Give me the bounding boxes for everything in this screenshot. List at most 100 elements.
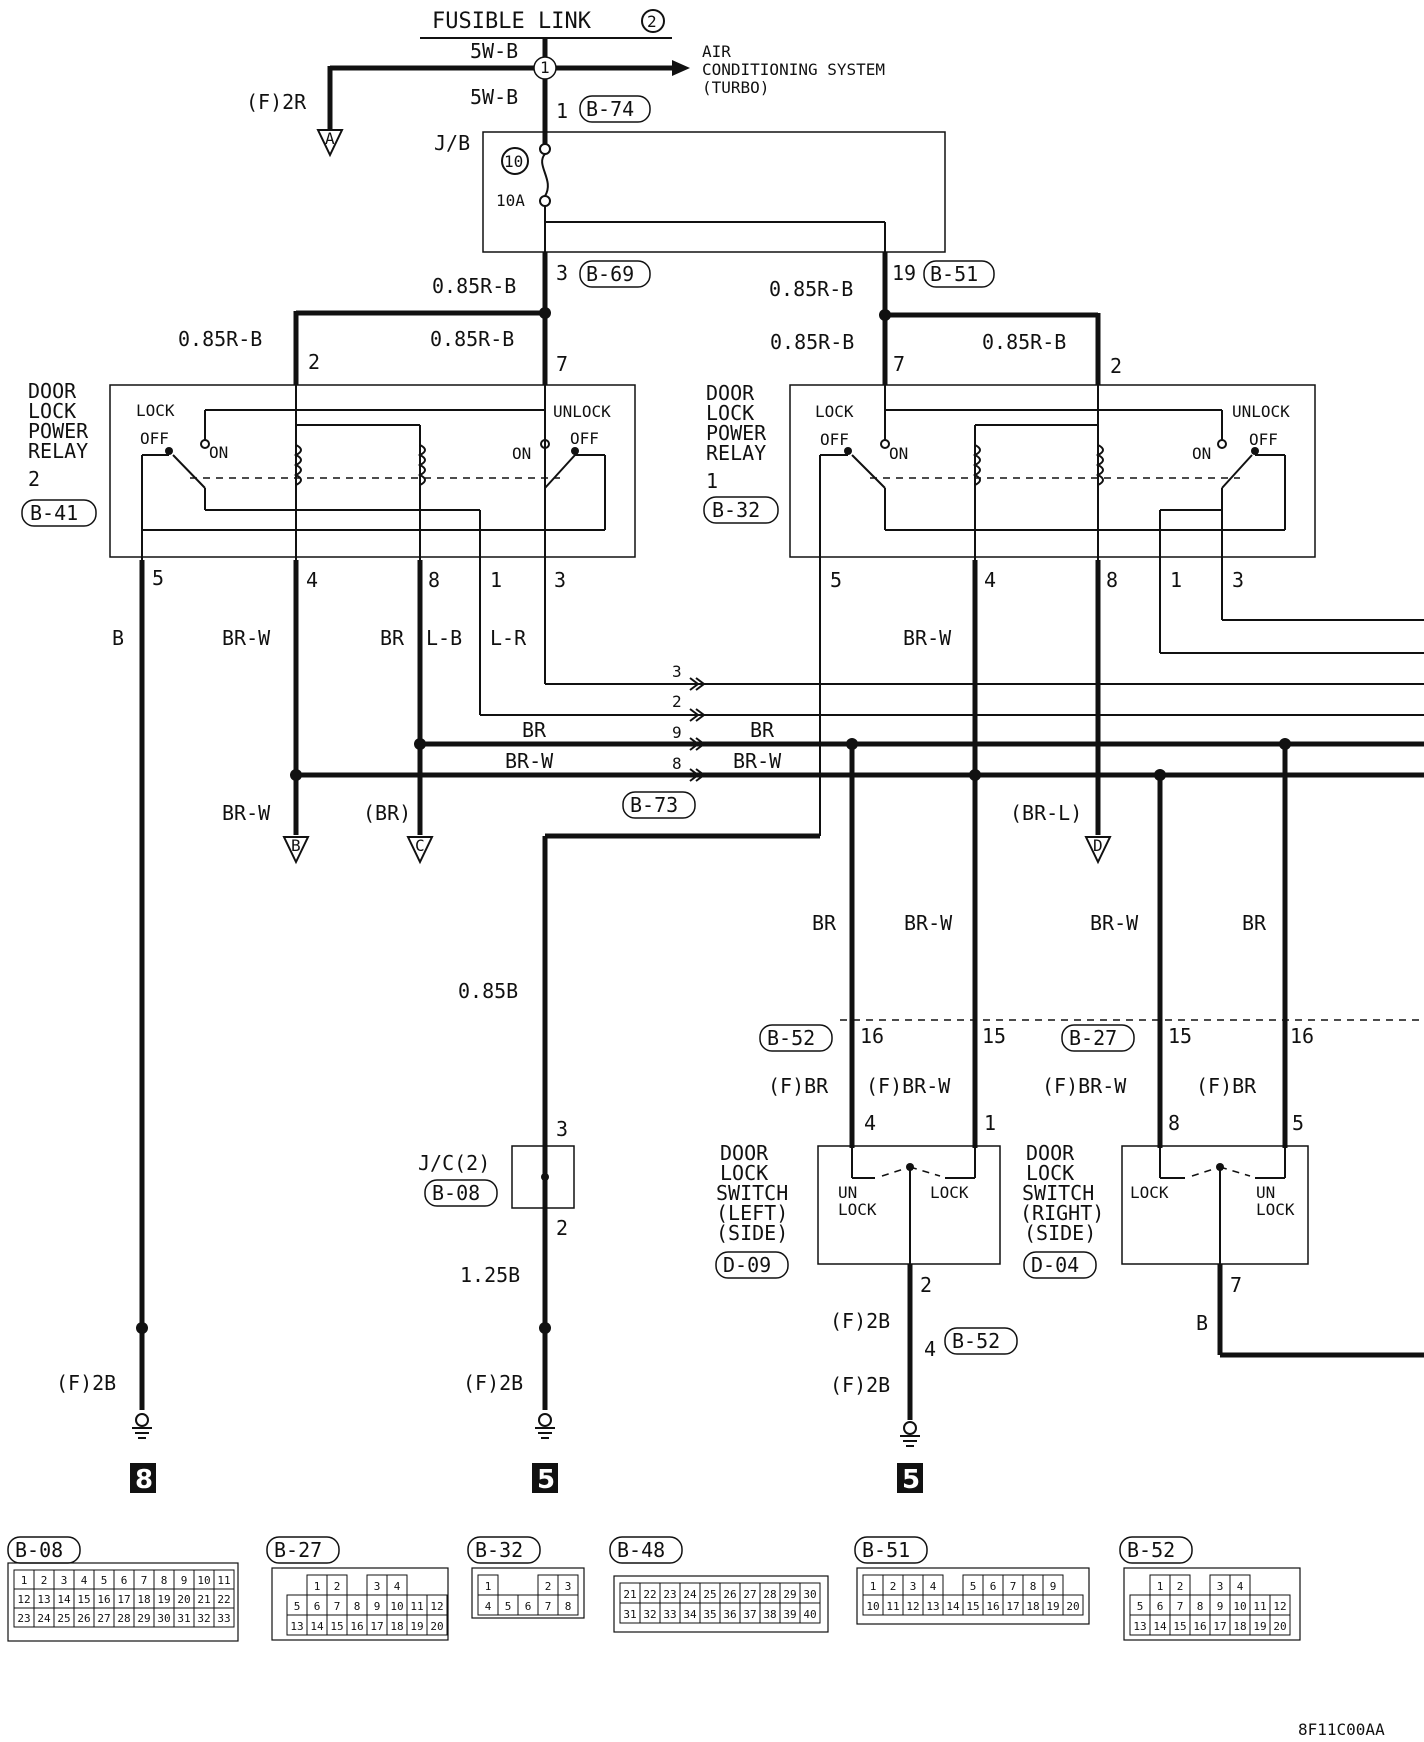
pin-number: 2 xyxy=(890,1580,897,1593)
conn-view-tag: B-32 xyxy=(467,1536,541,1564)
pin-number: 6 xyxy=(1157,1600,1164,1613)
node-1-label: 1 xyxy=(540,58,550,77)
relay1-title-4: RELAY xyxy=(706,441,766,465)
pin-number: 16 xyxy=(986,1600,999,1613)
pin-number: 31 xyxy=(177,1612,190,1625)
middle-harness: B (F)2B BR-W BR-W B BR (BR) C L-B L-R BR… xyxy=(56,560,1424,1410)
pin-number: 17 xyxy=(370,1620,383,1633)
pin-number: 1 xyxy=(1157,1580,1164,1593)
arrow-right-icon xyxy=(672,60,690,76)
pin-number: 16 xyxy=(350,1620,363,1633)
pin-number: 2 xyxy=(41,1574,48,1587)
pin-number: 3 xyxy=(565,1580,572,1593)
conn-tag-b52-bottom: B-52 xyxy=(944,1327,1018,1355)
wire-label-fbrw-2: (F)BR-W xyxy=(1042,1074,1127,1098)
connector-b-label: B xyxy=(291,836,301,855)
relay2-unlock: UNLOCK xyxy=(553,402,611,421)
pin-number: 17 xyxy=(1213,1620,1226,1633)
b73-pin-9: 9 xyxy=(672,723,682,742)
wire-label-fbrw-1: (F)BR-W xyxy=(866,1074,951,1098)
ground-badge-2: 5 xyxy=(532,1463,558,1495)
supply-wires: 0.85R-B 0.85R-B 0.85R-B 0.85R-B 0.85R-B … xyxy=(178,252,1101,385)
wire-label-f2b-1: (F)2B xyxy=(56,1371,116,1395)
pin-number: 3 xyxy=(910,1580,917,1593)
relay2-on-left: ON xyxy=(209,443,228,462)
pin-number: 1 xyxy=(485,1580,492,1593)
fusible-link-number: 2 xyxy=(647,12,657,31)
pin-number: 26 xyxy=(723,1588,736,1601)
conn-tag-b08: B-08 xyxy=(424,1179,498,1207)
relay2-pin-7: 7 xyxy=(556,352,568,376)
svg-text:D-04: D-04 xyxy=(1031,1253,1079,1277)
pin-number: 35 xyxy=(703,1608,716,1621)
relay1-pin-1: 1 xyxy=(1170,568,1182,592)
b73-pin-2: 2 xyxy=(672,692,682,711)
svg-text:B-32: B-32 xyxy=(712,498,760,522)
svg-text:B-27: B-27 xyxy=(274,1538,322,1562)
relay1-number: 1 xyxy=(706,469,718,493)
switch-right-title-4: (RIGHT) xyxy=(1020,1201,1104,1225)
pin-number: 20 xyxy=(1066,1600,1079,1613)
conn-tag-b73: B-73 xyxy=(622,791,696,819)
relay2-pin-3: 3 xyxy=(554,568,566,592)
pin-number: 6 xyxy=(525,1600,532,1613)
relay1-lock: LOCK xyxy=(815,402,854,421)
pin-number: 21 xyxy=(623,1588,636,1601)
b27-pin-15: 15 xyxy=(1168,1024,1192,1048)
relay2-title-3: POWER xyxy=(28,419,89,443)
wire-label-085rb-6: 0.85R-B xyxy=(982,330,1066,354)
wire-label-125b: 1.25B xyxy=(460,1263,520,1287)
svg-text:B-52: B-52 xyxy=(1127,1538,1175,1562)
joint-connector-2: J/C(2) B-08 3 2 1.25B (F)2B xyxy=(418,1117,575,1395)
relay2-on-right: ON xyxy=(512,444,531,463)
pin-number: 27 xyxy=(743,1588,756,1601)
pin-number: 14 xyxy=(57,1593,71,1606)
switch-right-unlock: LOCK xyxy=(1256,1200,1295,1219)
svg-text:B-69: B-69 xyxy=(586,262,634,286)
fusible-link-label: FUSIBLE LINK xyxy=(432,9,592,34)
pin-number: 17 xyxy=(1006,1600,1019,1613)
wire-label-f2b-4: (F)2B xyxy=(830,1373,890,1397)
wire-label-085rb-4: 0.85R-B xyxy=(769,277,853,301)
pin-number: 37 xyxy=(743,1608,756,1621)
pin-number: 4 xyxy=(1237,1580,1244,1593)
pin-number: 12 xyxy=(17,1593,30,1606)
pin-number: 11 xyxy=(410,1600,423,1613)
pin-number: 1 xyxy=(314,1580,321,1593)
wire-label-5wb-mid: 5W-B xyxy=(470,85,518,109)
conn-tag-b52-top: B-52 xyxy=(759,1024,833,1052)
ground-badge-1: 8 xyxy=(130,1463,156,1495)
wire-label-fbr-1: (F)BR xyxy=(768,1074,829,1098)
pin-number: 7 xyxy=(334,1600,341,1613)
wire-label-085b: 0.85B xyxy=(458,979,518,1003)
wire-label-brl-d: (BR-L) xyxy=(1010,801,1082,825)
pin-number: 8 xyxy=(354,1600,361,1613)
switch-left-un: UN xyxy=(838,1183,857,1202)
pin-number: 8 xyxy=(565,1600,572,1613)
b73-pin-8: 8 xyxy=(672,754,682,773)
pin-number: 1 xyxy=(21,1574,28,1587)
wire-label-b: B xyxy=(112,626,124,650)
switch-left-title-3: SWITCH xyxy=(716,1181,788,1205)
svg-text:B-08: B-08 xyxy=(432,1181,480,1205)
pin-number: 23 xyxy=(17,1612,30,1625)
pin-number: 8 xyxy=(1197,1600,1204,1613)
relay1-title-1: DOOR xyxy=(706,381,755,405)
wire-label-5wb-top: 5W-B xyxy=(470,39,518,63)
wire-label-085rb-3: 0.85R-B xyxy=(430,327,514,351)
pin-number: 17 xyxy=(117,1593,130,1606)
pin-number: 10 xyxy=(866,1600,879,1613)
pin-number: 20 xyxy=(430,1620,443,1633)
pin-number: 19 xyxy=(157,1593,170,1606)
svg-text:8: 8 xyxy=(135,1465,153,1495)
relay2-off-left: OFF xyxy=(140,429,169,448)
relay1-on-left: ON xyxy=(889,444,908,463)
wire-label-brw-1: BR-W xyxy=(222,626,271,650)
pin-number: 18 xyxy=(1233,1620,1246,1633)
pin-number: 5 xyxy=(1137,1600,1144,1613)
pin-number: 18 xyxy=(1026,1600,1039,1613)
fusible-link-section: FUSIBLE LINK 2 5W-B A (F)2R AIR CONDITIO… xyxy=(246,9,885,158)
connector-d-label: D xyxy=(1093,836,1103,855)
conn-tag-b69: B-69 xyxy=(579,260,651,288)
svg-text:B-27: B-27 xyxy=(1069,1026,1117,1050)
